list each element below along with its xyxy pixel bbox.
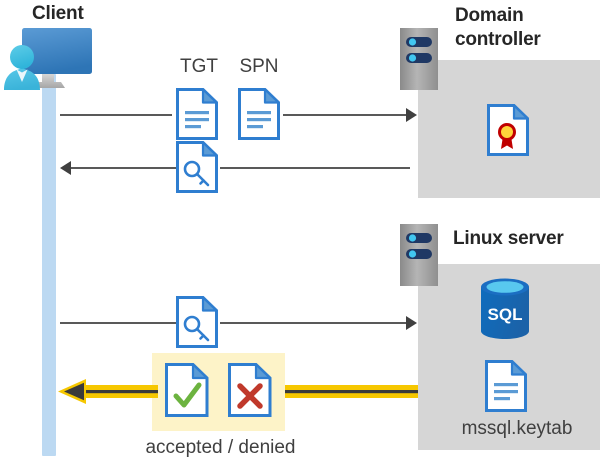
tgt-document-icon — [176, 88, 218, 140]
svg-text:SQL: SQL — [488, 305, 523, 324]
flow1-line-left — [60, 114, 172, 116]
client-workstation-icon — [4, 26, 96, 92]
domain-controller-title-line2: controller — [455, 29, 541, 50]
flow4-arrow-left-segment — [58, 379, 158, 404]
flow2-arrowhead — [60, 161, 71, 175]
flow1-line-right — [283, 114, 408, 116]
sql-database-icon: SQL — [477, 278, 533, 340]
linux-server-server-rack-icon — [400, 224, 438, 286]
ticket-key-document-icon-2 — [176, 296, 218, 348]
flow2-line-right — [220, 167, 410, 169]
flow1-arrowhead — [406, 108, 417, 122]
ticket-key-document-icon-1 — [176, 141, 218, 193]
domain-controller-server-rack-icon — [400, 28, 438, 90]
certificate-document-icon — [487, 104, 529, 156]
result-label: accepted / denied — [145, 437, 296, 458]
accepted-document-icon — [165, 363, 209, 417]
tgt-label: TGT — [180, 56, 218, 77]
client-lifeline — [42, 74, 56, 456]
flow3-line-left — [60, 322, 176, 324]
flow3-line-right — [220, 322, 408, 324]
domain-controller-title-line1: Domain — [455, 5, 524, 26]
spn-label: SPN — [239, 56, 279, 77]
flow2-line-left — [71, 167, 176, 169]
flow3-arrowhead — [406, 316, 417, 330]
denied-document-icon — [228, 363, 272, 417]
spn-document-icon — [238, 88, 280, 140]
client-title: Client — [32, 3, 84, 24]
linux-server-title: Linux server — [453, 228, 564, 249]
keytab-label: mssql.keytab — [461, 418, 573, 439]
flow4-arrow-right-segment — [285, 385, 418, 398]
keytab-document-icon — [485, 360, 527, 412]
